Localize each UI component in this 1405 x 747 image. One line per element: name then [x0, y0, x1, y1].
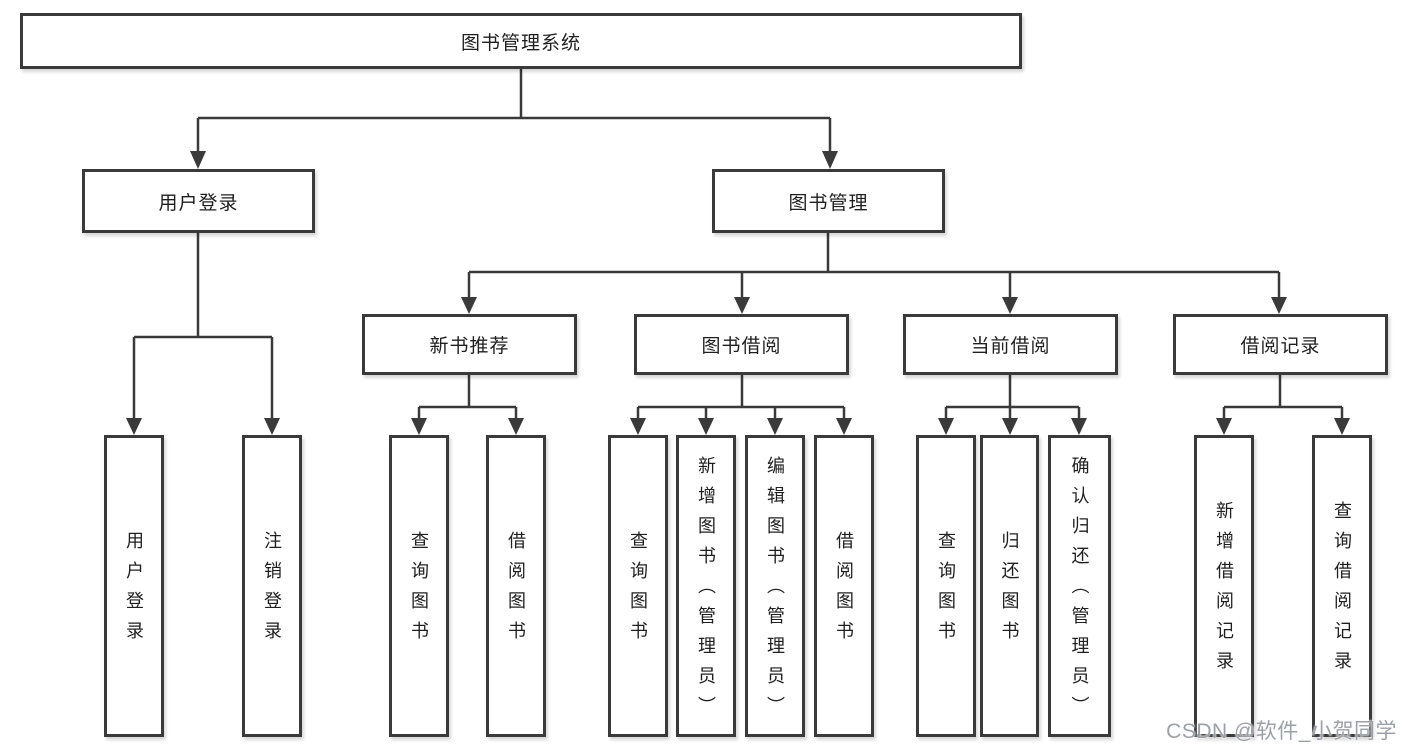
arrowhead-down-icon: [1071, 418, 1087, 435]
node-book-borrowing: 图书借阅: [634, 314, 849, 375]
leaf-label: 借阅图书: [834, 531, 854, 651]
leaf-label: 确认归还（管理员）: [1069, 456, 1090, 726]
node-library-management-system: 图书管理系统: [20, 13, 1022, 69]
arrowhead-down-icon: [767, 418, 783, 435]
arrowhead-down-icon: [822, 151, 838, 169]
leaf-add-borrow-record: 新增借阅记录: [1194, 435, 1254, 737]
leaf-label: 用户登录: [124, 531, 144, 651]
leaf-label: 编辑图书（管理员）: [765, 456, 785, 726]
leaf-query-borrow-record: 查询借阅记录: [1312, 435, 1372, 737]
arrowhead-down-icon: [630, 418, 646, 435]
leaf-add-books-admin: 新增图书（管理员）: [676, 435, 736, 737]
arrowhead-down-icon: [836, 418, 852, 435]
node-new-book-recommendation: 新书推荐: [362, 314, 577, 375]
arrowhead-down-icon: [734, 297, 750, 314]
node-borrowing-records: 借阅记录: [1173, 314, 1388, 375]
leaf-label: 查询图书: [409, 531, 429, 651]
arrowhead-down-icon: [698, 418, 714, 435]
arrowhead-down-icon: [1002, 297, 1018, 314]
node-book-management: 图书管理: [712, 169, 945, 233]
leaf-label: 注销登录: [262, 531, 282, 651]
arrowhead-down-icon: [508, 418, 524, 435]
arrowhead-down-icon: [1271, 297, 1287, 314]
node-current-borrowing: 当前借阅: [903, 314, 1118, 375]
leaf-borrow-books-recommend: 借阅图书: [486, 435, 546, 737]
leaf-label: 借阅图书: [506, 531, 526, 651]
leaf-label: 新增图书（管理员）: [696, 456, 716, 726]
leaf-logout: 注销登录: [242, 435, 302, 737]
leaf-return-books: 归还图书: [980, 435, 1039, 737]
arrowhead-down-icon: [126, 418, 142, 435]
arrowhead-down-icon: [938, 418, 954, 435]
csdn-watermark: CSDN @软件_小贺同学: [1166, 720, 1397, 743]
arrowhead-down-icon: [1002, 418, 1018, 435]
leaf-label: 查询图书: [936, 531, 956, 651]
leaf-label: 查询借阅记录: [1332, 501, 1352, 681]
leaf-borrow-books: 借阅图书: [814, 435, 874, 737]
leaf-edit-books-admin: 编辑图书（管理员）: [745, 435, 805, 737]
leaf-label: 新增借阅记录: [1214, 501, 1234, 681]
arrowhead-down-icon: [461, 297, 477, 314]
leaf-query-books-current: 查询图书: [916, 435, 976, 737]
node-user-login: 用户登录: [82, 169, 315, 233]
arrowhead-down-icon: [1334, 418, 1350, 435]
leaf-label: 查询图书: [628, 531, 648, 651]
leaf-confirm-return-admin: 确认归还（管理员）: [1048, 435, 1111, 737]
arrowhead-down-icon: [411, 418, 427, 435]
leaf-user-login: 用户登录: [104, 435, 164, 737]
leaf-query-books-borrow: 查询图书: [608, 435, 668, 737]
leaf-query-books-recommend: 查询图书: [389, 435, 449, 737]
arrowhead-down-icon: [264, 418, 280, 435]
arrowhead-down-icon: [190, 151, 206, 169]
arrowhead-down-icon: [1216, 418, 1232, 435]
leaf-label: 归还图书: [999, 531, 1020, 651]
